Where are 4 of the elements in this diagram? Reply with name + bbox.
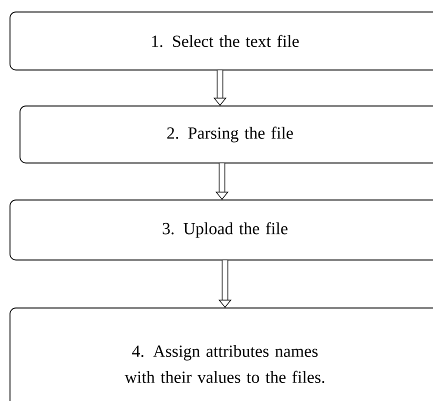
- process-box: 4. Assign attributes names with their values to the files.: [10, 308, 433, 401]
- process-box: 1. Select the text file: [10, 12, 433, 70]
- process-box: 3. Upload the file: [10, 200, 433, 260]
- process-box: 2. Parsing the file: [20, 106, 433, 164]
